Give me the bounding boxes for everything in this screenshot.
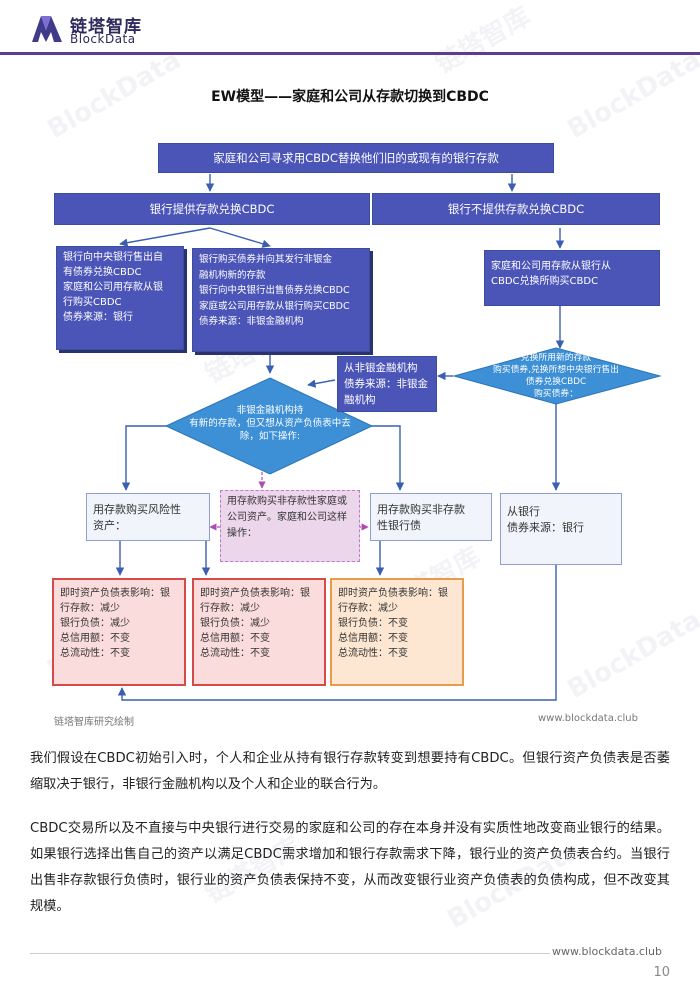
box-line: 家庭和公司用存款从银 bbox=[63, 282, 163, 293]
box-line: 从非银金融机构 bbox=[344, 362, 418, 374]
nondeposit-bank-debt-box: 用存款购买非存款 性银行债 bbox=[370, 493, 492, 541]
box-line: 操作： bbox=[227, 528, 257, 539]
logo-text: 链塔智库 bbox=[70, 17, 142, 37]
diamond-line: 有新的存款，但又想从资产负债表中去 bbox=[189, 418, 351, 429]
box-line: 融机构新的存款 bbox=[199, 269, 266, 281]
box-line: 用存款购买非存款 bbox=[377, 503, 465, 516]
from-bank-box: 从银行 债券来源：银行 bbox=[500, 493, 622, 565]
result-box-2: 即时资产负债表影响：银 行存款：减少 银行负债：减少 总信用额：不变 总流动性：… bbox=[192, 578, 326, 686]
diamond-line: 除，如下操作: bbox=[239, 431, 301, 442]
result-line: 总信用额：不变 bbox=[60, 633, 130, 644]
box-line: 行购买CBDC bbox=[63, 297, 122, 308]
diamond-line: 购买债券： bbox=[534, 389, 578, 399]
branch-right-text: 银行不提供存款兑换CBDC bbox=[447, 202, 585, 216]
box-line: 融机构 bbox=[344, 394, 376, 406]
box-line: 资产： bbox=[93, 519, 126, 532]
result-line: 银行负债：不变 bbox=[338, 618, 408, 629]
result-line: 行存款：减少 bbox=[60, 603, 120, 614]
bank-sells-bonds-box: 银行向中央银行售出自 有债券兑换CBDC 家庭和公司用存款从银 行购买CBDC … bbox=[56, 246, 184, 350]
result-line: 总信用额：不变 bbox=[200, 633, 270, 644]
result-line: 银行负债：减少 bbox=[200, 618, 270, 629]
result-line: 总流动性：不变 bbox=[338, 648, 408, 659]
bank-buys-bonds-box: 银行购买债券并向其发行非银金 融机构新的存款 银行向中央银行出售债券兑换CBDC… bbox=[192, 248, 370, 352]
box-line: 债券来源：银行 bbox=[63, 312, 133, 323]
box-line: 债券来源：非银金融机构 bbox=[199, 316, 304, 327]
decision-diamond-right bbox=[452, 347, 662, 405]
branch-right-box: 银行不提供存款兑换CBDC bbox=[372, 193, 660, 225]
top-goal-box: 家庭和公司寻求用CBDC替换他们旧的或现有的银行存款 bbox=[158, 143, 554, 173]
diagram-title: EW模型——家庭和公司从存款切换到CBDC bbox=[211, 89, 489, 105]
box-line: 用存款购买非存款性家庭或 bbox=[227, 496, 347, 507]
box-line: 银行购买债券并向其发行非银金 bbox=[199, 254, 333, 265]
box-line: 有债券兑换CBDC bbox=[63, 267, 142, 278]
exchange-purchase-box: 家庭和公司用存款从银行从 CBDC兑换所购买CBDC bbox=[484, 250, 660, 306]
box-line: 公司资产。家庭和公司这样 bbox=[227, 512, 347, 523]
box-line: 债券来源：银行 bbox=[507, 521, 584, 534]
footer-divider bbox=[30, 953, 550, 954]
nonbank-source-box: 从非银金融机构 债券来源：非银金 融机构 bbox=[337, 356, 437, 412]
box-line: CBDC兑换所购买CBDC bbox=[491, 276, 599, 287]
result-line: 总流动性：不变 bbox=[200, 648, 270, 659]
box-line: 家庭或公司用存款从银行购买CBDC bbox=[199, 300, 350, 312]
logo-subtext: BlockData bbox=[70, 32, 136, 46]
diamond-line: 兑换所用新的存款 bbox=[520, 353, 592, 363]
box-line: 债券来源：非银金 bbox=[344, 378, 428, 390]
diagram-site-link[interactable]: www.blockdata.club bbox=[538, 713, 638, 724]
logo-icon bbox=[32, 16, 62, 42]
decision-right-text: 兑换所用新的存款 购买债券,兑换所想中央银行售出 债券兑换CBDC 购买债券： bbox=[476, 352, 636, 400]
box-line: 银行向中央银行出售债券兑换CBDC bbox=[199, 285, 350, 296]
branch-left-text: 银行提供存款兑换CBDC bbox=[149, 202, 275, 216]
result-box-1: 即时资产负债表影响：银 行存款：减少 银行负债：减少 总信用额：不变 总流动性：… bbox=[52, 578, 186, 686]
diamond-line: 债券兑换CBDC bbox=[525, 377, 587, 387]
diamond-line: 非银金融机构持 bbox=[236, 405, 304, 416]
page-number: 10 bbox=[653, 965, 670, 980]
box-line: 家庭和公司用存款从银行从 bbox=[491, 261, 611, 272]
result-line: 即时资产负债表影响：银 bbox=[338, 588, 448, 599]
result-line: 即时资产负债表影响：银 bbox=[60, 588, 170, 599]
result-line: 即时资产负债表影响：银 bbox=[200, 588, 310, 599]
box-line: 性银行债 bbox=[377, 519, 421, 532]
top-goal-text: 家庭和公司寻求用CBDC替换他们旧的或现有的银行存款 bbox=[213, 151, 499, 165]
box-line: 从银行 bbox=[507, 505, 540, 518]
box-line: 银行向中央银行售出自 bbox=[63, 252, 163, 263]
result-line: 银行负债：减少 bbox=[60, 618, 130, 629]
footer-site-link[interactable]: www.blockdata.club bbox=[552, 945, 662, 958]
nondeposit-asset-box: 用存款购买非存款性家庭或 公司资产。家庭和公司这样 操作： bbox=[220, 490, 360, 562]
result-line: 总流动性：不变 bbox=[60, 648, 130, 659]
box-line: 用存款购买风险性 bbox=[93, 503, 181, 516]
body-paragraph-2: CBDC交易所以及不直接与中央银行进行交易的家庭和公司的存在本身并没有实质性地改… bbox=[30, 821, 670, 914]
result-line: 行存款：减少 bbox=[338, 603, 398, 614]
diamond-line: 购买债券,兑换所想中央银行售出 bbox=[493, 365, 619, 375]
body-paragraph-1: 我们假设在CBDC初始引入时，个人和企业从持有银行存款转变到想要持有CBDC。但… bbox=[30, 751, 670, 792]
branch-left-box: 银行提供存款兑换CBDC bbox=[54, 193, 370, 225]
risk-asset-box: 用存款购买风险性 资产： bbox=[86, 493, 210, 541]
result-line: 行存款：减少 bbox=[200, 603, 260, 614]
header-divider bbox=[0, 52, 700, 55]
result-box-3: 即时资产负债表影响：银 行存款：减少 银行负债：不变 总信用额：不变 总流动性：… bbox=[330, 578, 464, 686]
result-line: 总信用额：不变 bbox=[338, 633, 408, 644]
diagram-credit: 链塔智库研究绘制 bbox=[54, 717, 134, 728]
decision-left-text: 非银金融机构持 有新的存款，但又想从资产负债表中去 除，如下操作: bbox=[176, 404, 364, 443]
